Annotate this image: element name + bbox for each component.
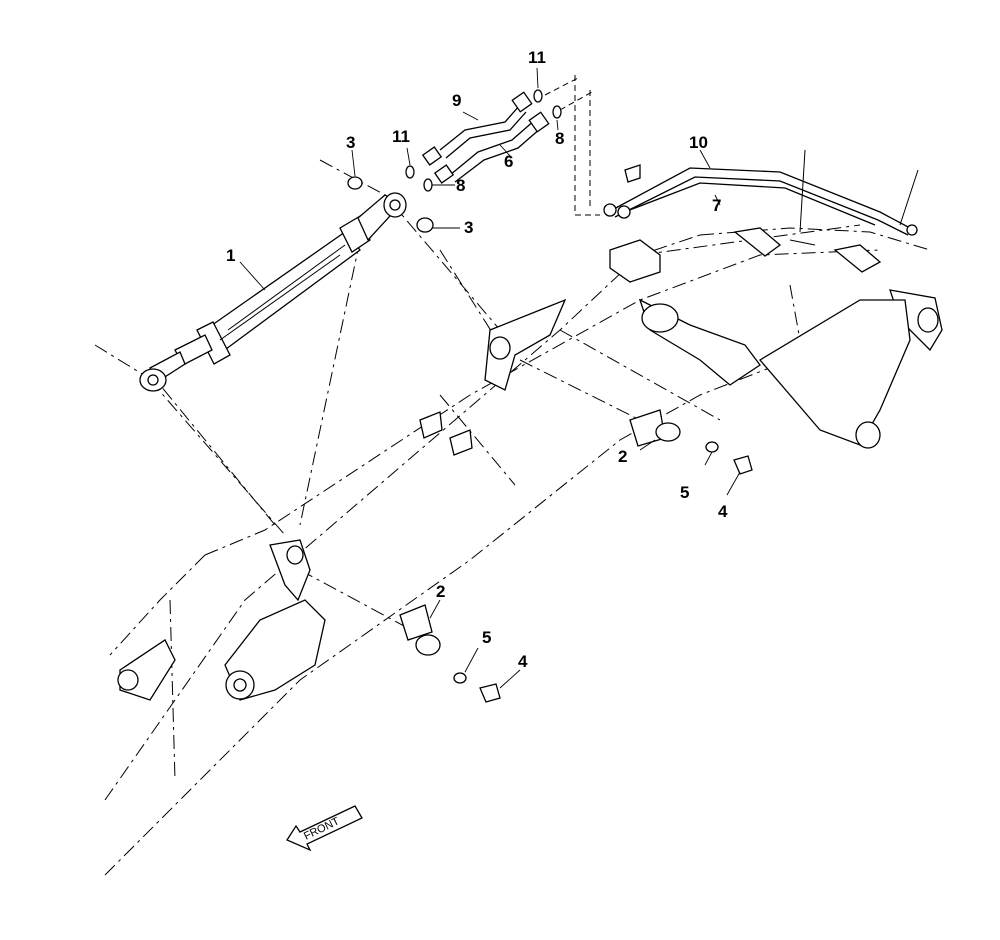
pin-lower (399, 604, 501, 703)
callout-7: 7 (712, 196, 721, 215)
pipes-7-10 (603, 149, 919, 283)
phantom-alignment-lines (94, 75, 661, 641)
callout-2: 2 (436, 582, 445, 601)
callout-10: 10 (689, 133, 708, 152)
callout-11: 11 (392, 127, 410, 146)
boom-cylinder (139, 192, 407, 392)
front-arrow: FRONT (286, 805, 363, 852)
callout-5: 5 (680, 483, 689, 502)
callout-2: 2 (618, 447, 627, 466)
callout-9: 9 (452, 91, 461, 110)
callout-5: 5 (482, 628, 491, 647)
pin-upper (629, 409, 753, 475)
callout-3: 3 (346, 133, 355, 152)
callout-8: 8 (456, 176, 465, 195)
leader-lines (239, 67, 741, 689)
callout-6: 6 (504, 152, 513, 171)
callout-8: 8 (555, 129, 564, 148)
hoses-6-9 (421, 91, 550, 184)
callout-3: 3 (464, 218, 473, 237)
callout-1: 1 (226, 246, 235, 265)
callout-4: 4 (518, 652, 528, 671)
callout-11: 11 (528, 48, 546, 67)
washers-orings (347, 89, 562, 233)
callout-4: 4 (718, 502, 728, 521)
boom-brackets (117, 289, 943, 701)
callout-labels: 1 2 2 3 3 4 4 5 5 6 7 8 8 9 10 11 11 (226, 48, 728, 671)
